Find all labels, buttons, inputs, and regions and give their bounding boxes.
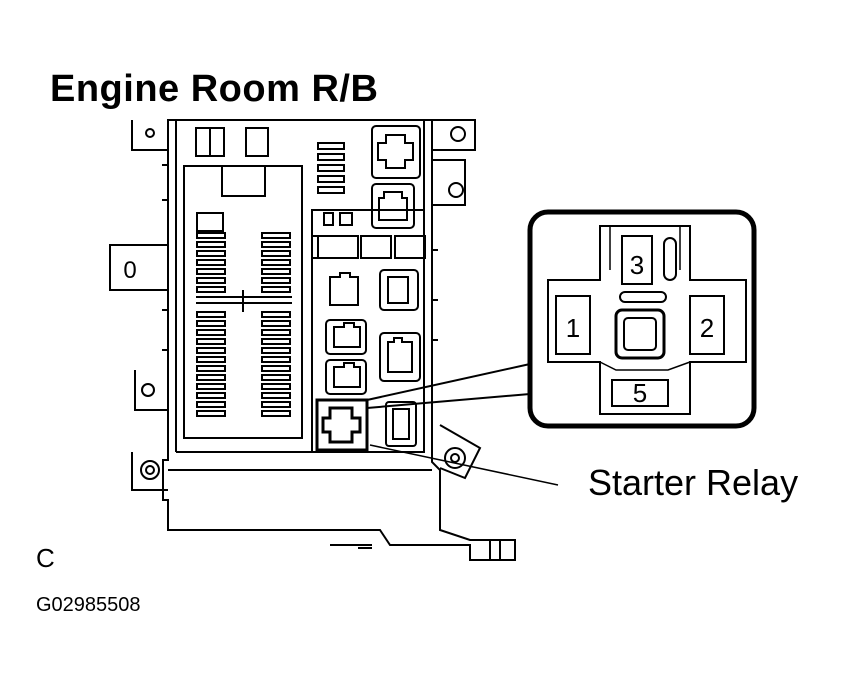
view-letter: C (36, 543, 55, 573)
fuse-slot (196, 268, 226, 275)
fuse-slot (196, 401, 226, 408)
starter-relay-socket (315, 398, 369, 452)
fuse-slot (196, 383, 226, 390)
figure-code: G02985508 (36, 594, 141, 616)
fuse-slot (261, 268, 291, 275)
fuse-slot (196, 374, 226, 381)
mount-tab-label: 0 (123, 257, 136, 284)
relay-pin-3-label: 3 (630, 250, 644, 280)
fuse-slot (261, 286, 291, 293)
fuse-slot (261, 338, 291, 345)
relay-section (311, 125, 426, 453)
fuse-slot (196, 311, 226, 318)
fuse-slot (261, 259, 291, 266)
fuse-slot (196, 259, 226, 266)
relay-pin-5-label: 5 (633, 378, 647, 408)
fuse-slot (196, 410, 226, 417)
fuse-slot (261, 410, 291, 417)
fuse-bank (183, 165, 303, 439)
fuse-slot (261, 356, 291, 363)
top-connector-tabs (195, 127, 345, 194)
starter-relay-callout-label: Starter Relay (588, 462, 799, 503)
fuse-slot (261, 277, 291, 284)
fuse-slot (196, 250, 226, 257)
fuse-slot (196, 347, 226, 354)
fuse-slots (196, 232, 291, 417)
fuse-slot (261, 347, 291, 354)
fuse-slot (261, 329, 291, 336)
fuse-slot (261, 392, 291, 399)
right-mounting-tabs (432, 119, 482, 480)
relay-pin-1-label: 1 (566, 313, 580, 343)
fuse-slot (196, 365, 226, 372)
fuse-slot (196, 329, 226, 336)
left-mounting-tabs (109, 120, 168, 491)
fuse-slot (261, 401, 291, 408)
fuse-slot (261, 311, 291, 318)
fuse-slot (196, 338, 226, 345)
fuse-slot (261, 320, 291, 327)
fuse-slot (261, 250, 291, 257)
fuse-slot (261, 374, 291, 381)
fuse-slot (261, 232, 291, 239)
fuse-slot (196, 392, 226, 399)
fuse-slot (261, 241, 291, 248)
fuse-slot (196, 356, 226, 363)
fuse-slot (261, 365, 291, 372)
relay-pin-2-label: 2 (700, 313, 714, 343)
callout-leaders (366, 363, 559, 486)
relay-pin-labels: 1 2 3 5 (566, 250, 714, 408)
relay-detail-view (527, 209, 757, 429)
fuse-slot (196, 277, 226, 284)
fuse-slot (196, 232, 226, 239)
diagram-title: Engine Room R/B (50, 68, 379, 110)
fuse-slot (196, 320, 226, 327)
fuse-slot (261, 383, 291, 390)
fuse-slot (196, 241, 226, 248)
fuse-slot (196, 286, 226, 293)
